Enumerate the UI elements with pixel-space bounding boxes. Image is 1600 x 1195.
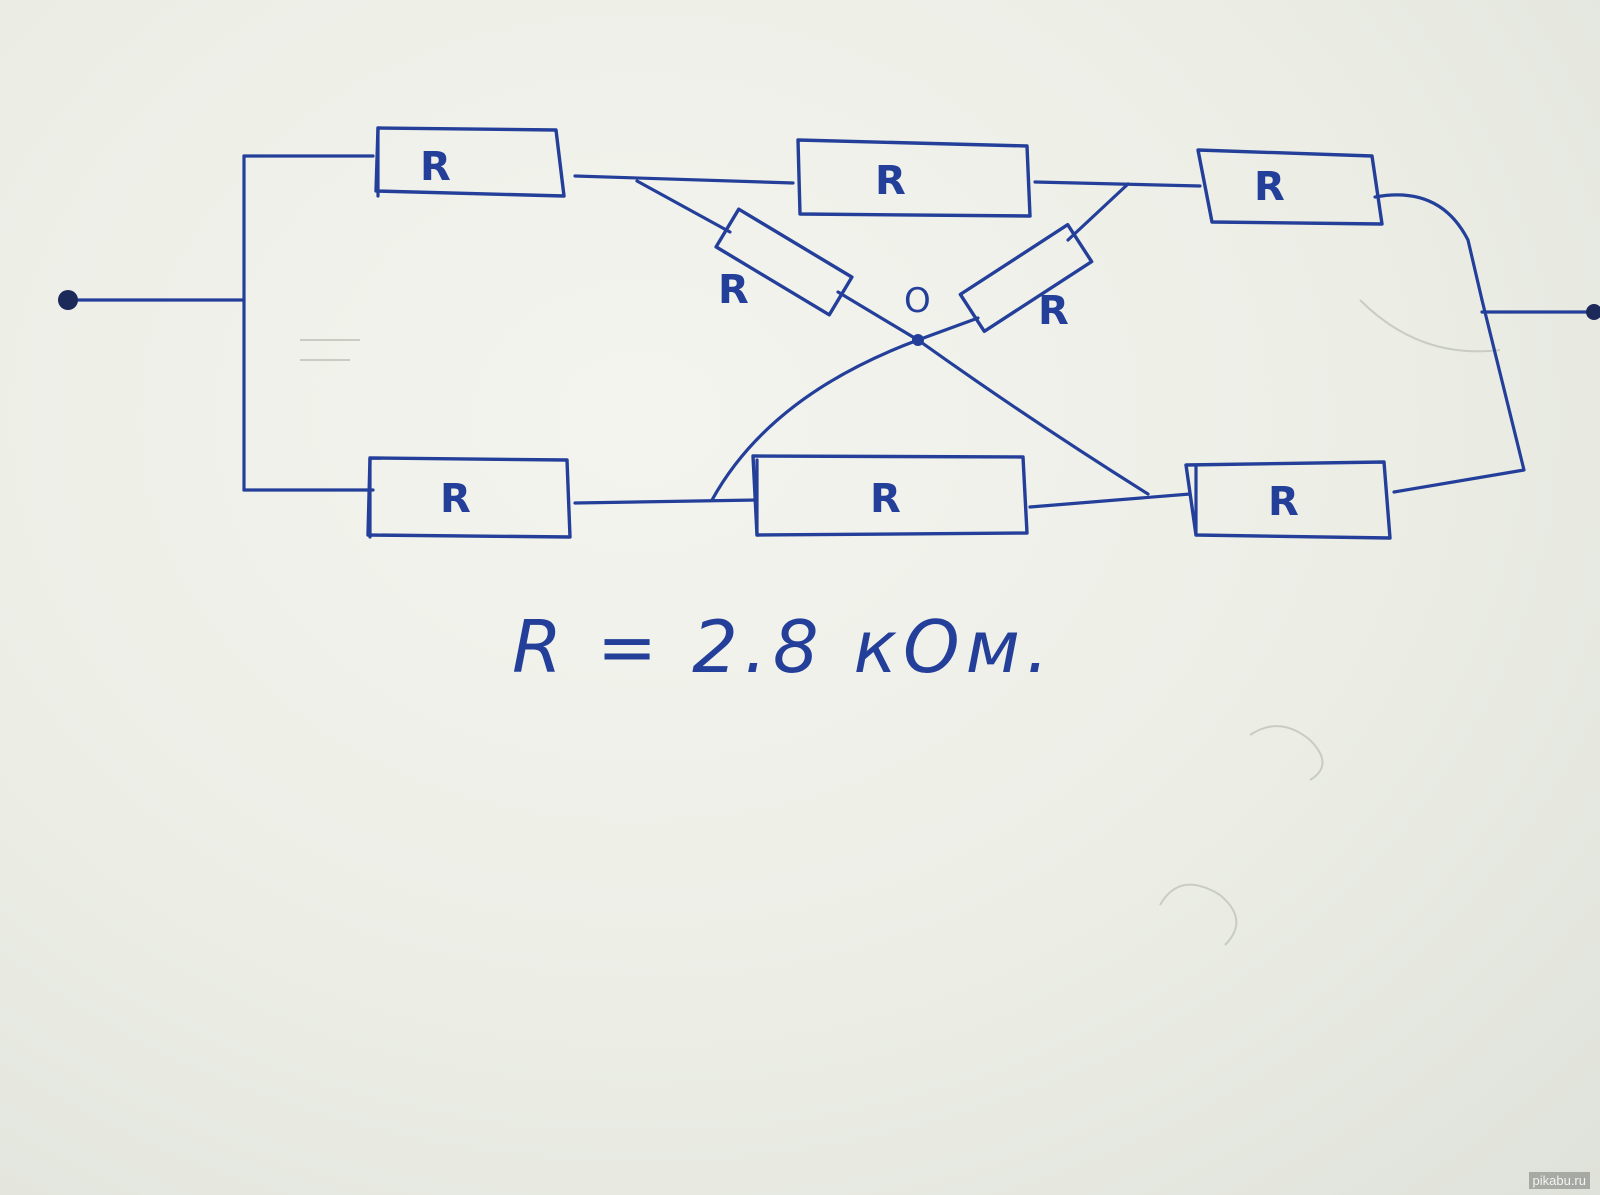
input-terminal xyxy=(58,290,78,310)
resistor-diagonal-right-label: R xyxy=(1038,288,1069,334)
center-node-label: O xyxy=(904,281,931,321)
resistor-diagonal-left-label: R xyxy=(718,267,749,313)
show-through-marks xyxy=(300,299,1501,946)
resistor-2: R xyxy=(796,138,1032,218)
resistor-diagonal-right xyxy=(958,222,1094,334)
output-terminal xyxy=(1586,304,1600,320)
svg-text:R: R xyxy=(1254,164,1285,210)
resistor-6: R xyxy=(1184,460,1392,540)
resistor-4: R xyxy=(366,456,572,539)
wires xyxy=(66,154,1598,509)
resistor-1: R xyxy=(374,126,566,198)
svg-text:R: R xyxy=(420,144,451,190)
svg-text:R: R xyxy=(870,476,901,522)
center-node-dot xyxy=(912,334,924,346)
svg-text:R: R xyxy=(440,476,471,522)
caption-resistance-value: R = 2.8 кОм. xyxy=(512,605,1055,689)
resistor-5: R xyxy=(751,454,1029,537)
resistor-3: R xyxy=(1196,148,1384,226)
resistor-diagonal-left xyxy=(714,207,854,317)
svg-text:R: R xyxy=(1268,479,1299,525)
watermark: pikabu.ru xyxy=(1528,1172,1590,1189)
svg-text:R: R xyxy=(875,158,906,204)
